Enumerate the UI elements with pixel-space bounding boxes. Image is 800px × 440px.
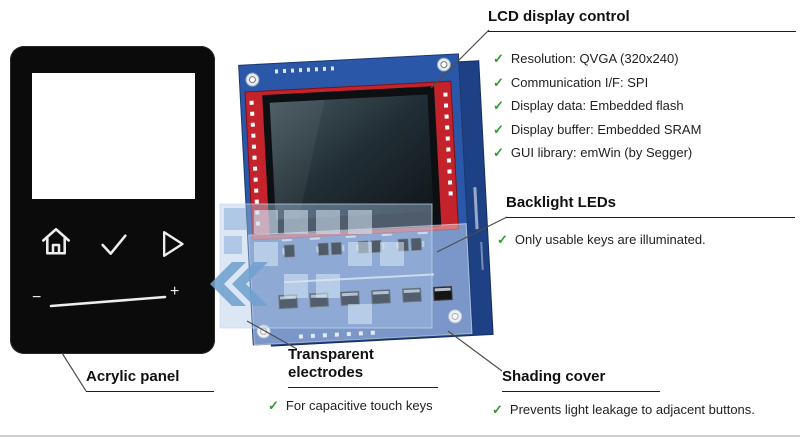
spec-item: ✓ For capacitive touch keys <box>268 397 438 415</box>
acrylic-panel: − + <box>10 46 215 354</box>
play-key-icon <box>156 227 188 261</box>
callout-title: Transparent electrodes <box>288 346 438 388</box>
spec-list: ✓ Prevents light leakage to adjacent butt… <box>492 401 755 419</box>
spec-text: Communication I/F: SPI <box>510 74 649 90</box>
spec-text: GUI library: emWin (by Segger) <box>510 145 693 161</box>
spec-item: ✓ Communication I/F: SPI <box>493 74 796 92</box>
callout-acrylic-panel: Acrylic panel <box>86 368 214 392</box>
spec-item: ✓ Display data: Embedded flash <box>493 97 796 115</box>
spec-item: ✓ Display buffer: Embedded SRAM <box>493 121 796 139</box>
spec-list: ✓ Resolution: QVGA (320x240) ✓ Communicati… <box>493 50 796 162</box>
check-bullet-icon: ✓ <box>497 232 508 247</box>
spec-item: ✓ Prevents light leakage to adjacent butt… <box>492 401 755 419</box>
spec-text: For capacitive touch keys <box>285 398 433 413</box>
bottom-divider <box>0 435 800 437</box>
lcd-module <box>244 80 460 241</box>
lcd-screen <box>269 94 434 220</box>
spec-text: Prevents light leakage to adjacent butto… <box>509 402 755 417</box>
spec-text: Display buffer: Embedded SRAM <box>510 121 702 137</box>
slider-track <box>49 295 167 308</box>
spec-text: Only usable keys are illuminated. <box>514 232 706 247</box>
spec-item: ✓ GUI library: emWin (by Segger) <box>493 144 796 162</box>
callout-lcd-display-control: LCD display control ✓ Resolution: QVGA (3… <box>488 8 796 168</box>
spec-list: ✓ For capacitive touch keys <box>268 397 438 415</box>
check-bullet-icon: ✓ <box>493 145 504 161</box>
spec-item: ✓ Resolution: QVGA (320x240) <box>493 50 796 68</box>
callout-title: Shading cover <box>502 368 660 392</box>
spec-text: Display data: Embedded flash <box>510 98 684 114</box>
check-bullet-icon: ✓ <box>493 98 504 114</box>
transparent-electrodes <box>210 203 433 329</box>
check-bullet-icon: ✓ <box>268 398 279 413</box>
chevron-left-icon <box>210 262 268 306</box>
lcd-display-window <box>32 73 195 199</box>
callout-title: LCD display control <box>488 8 796 32</box>
check-bullet-icon: ✓ <box>493 74 504 90</box>
callout-transparent-electrodes: Transparent electrodes ✓ For capacitive t… <box>268 346 438 421</box>
home-icon <box>38 224 74 260</box>
callout-shading-cover: Shading cover ✓ Prevents light leakage to… <box>492 368 755 425</box>
spec-text: Resolution: QVGA (320x240) <box>510 51 679 66</box>
check-bullet-icon: ✓ <box>493 51 504 66</box>
spec-item: ✓ Only usable keys are illuminated. <box>497 231 795 249</box>
callout-title: Backlight LEDs <box>506 194 795 218</box>
plus-label: + <box>170 283 180 300</box>
check-key-icon <box>98 231 130 259</box>
callout-backlight-leds: Backlight LEDs ✓ Only usable keys are ill… <box>497 194 795 255</box>
check-bullet-icon: ✓ <box>493 121 504 137</box>
minus-label: − <box>32 289 42 306</box>
callout-title: Acrylic panel <box>86 368 214 392</box>
check-bullet-icon: ✓ <box>492 402 503 417</box>
spec-list: ✓ Only usable keys are illuminated. <box>497 231 795 249</box>
